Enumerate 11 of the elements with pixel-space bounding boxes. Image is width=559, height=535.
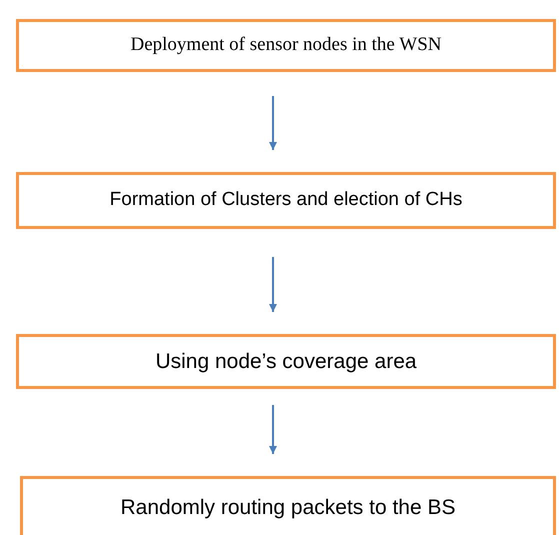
process-box [16,19,556,72]
process-box [16,172,556,229]
box-label: Randomly routing packets to the BS [120,496,456,520]
arrow [269,257,277,312]
arrow [269,405,277,454]
process-box [16,334,556,389]
box-label: Using node’s coverage area [155,350,417,374]
arrow [269,96,277,150]
box-label: Deployment of sensor nodes in the WSN [130,34,442,56]
process-box [20,476,556,535]
box-label: Formation of Clusters and election of CHs [110,189,462,211]
